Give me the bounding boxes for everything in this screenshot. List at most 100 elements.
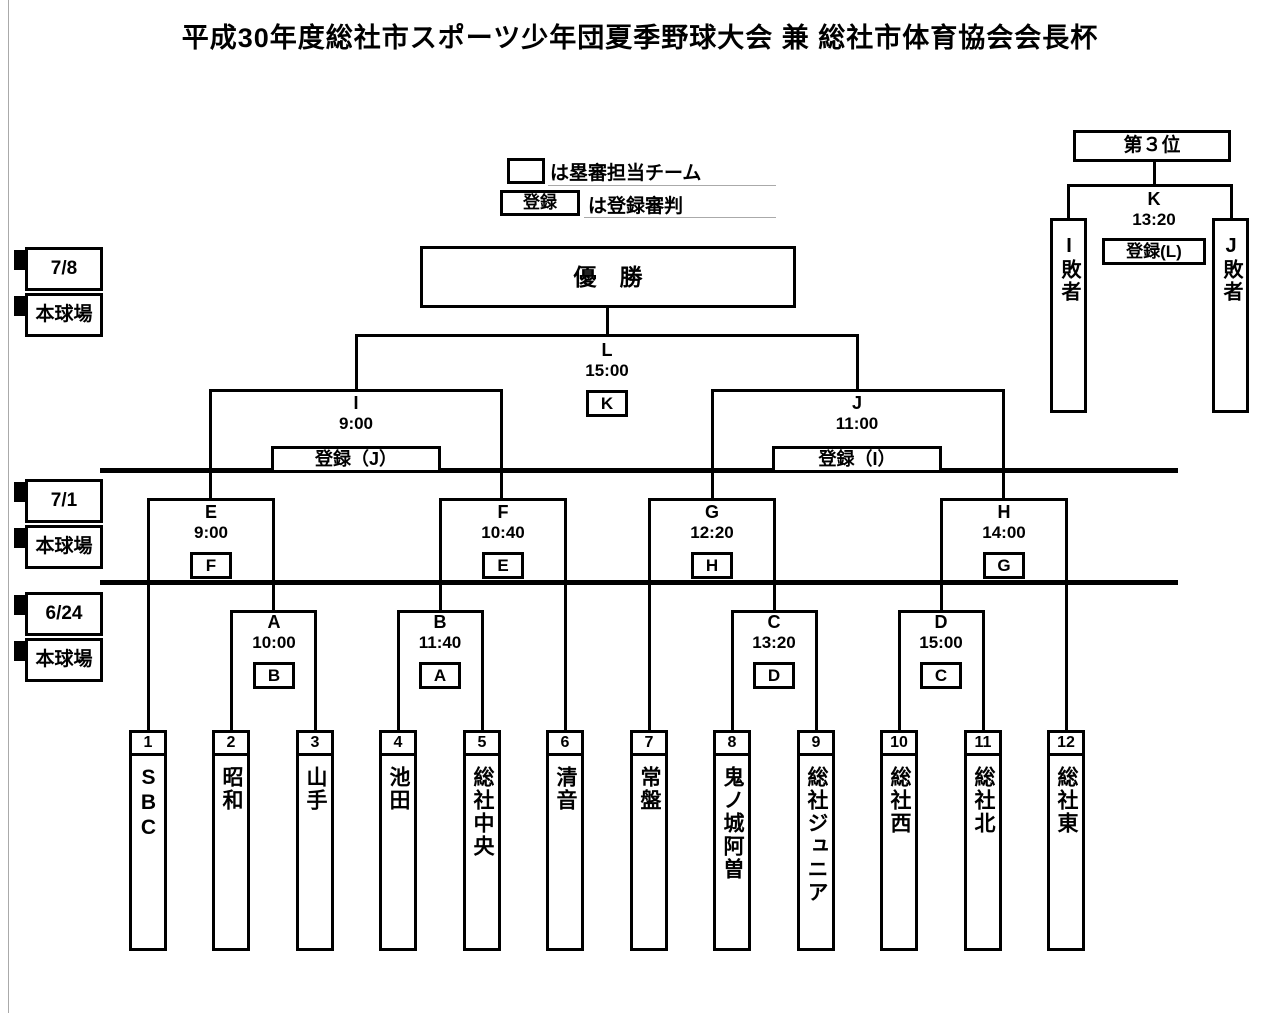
- team-column-3: 3 山手: [296, 730, 334, 951]
- bracket-line: [982, 610, 985, 733]
- match-b-umpire-box: A: [419, 662, 461, 689]
- bracket-line: [815, 610, 818, 733]
- team-3-name-box: 山手: [296, 753, 334, 951]
- team-11-name: 総社北: [972, 766, 995, 835]
- team-7-seed-box: 7: [630, 730, 668, 756]
- bracket-line: [711, 389, 1005, 392]
- bracket-line: [898, 610, 901, 733]
- team-8-name-box: 鬼ノ城阿曽: [713, 753, 751, 951]
- bracket-line: [1067, 184, 1233, 187]
- team-8-name: 鬼ノ城阿曽: [721, 766, 744, 881]
- row-tick: [14, 528, 25, 548]
- match-e-label: E: [204, 502, 217, 522]
- match-c-umpire-box: D: [753, 662, 795, 689]
- third-place-match-time: 13:20: [1132, 210, 1176, 229]
- team-column-10: 10 総社西: [880, 730, 918, 951]
- bracket-line: [940, 498, 943, 613]
- match-a-label: A: [267, 612, 281, 632]
- bracket-line: [648, 498, 651, 733]
- bracket-line: [355, 334, 358, 392]
- match-f-time: 10:40: [481, 523, 525, 542]
- match-i-umpire-box: 登録（J）: [271, 446, 441, 473]
- team-6-name: 清音: [554, 766, 577, 812]
- team-2-name: 昭和: [220, 766, 243, 812]
- match-h-label: H: [997, 502, 1011, 522]
- third-place-match-label: K: [1147, 189, 1161, 209]
- bracket-line: [314, 610, 317, 733]
- match-b-label: B: [433, 612, 447, 632]
- team-9-name: 総社ジュニア: [805, 766, 828, 904]
- bracket-line: [898, 610, 985, 613]
- match-g-umpire-box: H: [691, 552, 733, 579]
- team-12-name-box: 総社東: [1047, 753, 1085, 951]
- team-9-name-box: 総社ジュニア: [797, 753, 835, 951]
- row-tick: [14, 641, 25, 661]
- venue-box-jul8: 本球場: [25, 293, 103, 337]
- match-e-umpire-box: F: [190, 552, 232, 579]
- bracket-line: [439, 498, 567, 501]
- bracket-line: [731, 610, 734, 733]
- bracket-line: [230, 610, 317, 613]
- bracket-line: [481, 610, 484, 733]
- match-a-time: 10:00: [252, 633, 296, 652]
- team-column-7: 7 常盤: [630, 730, 668, 951]
- legend-underline: [548, 185, 776, 186]
- match-l-time: 15:00: [585, 361, 629, 380]
- match-h-time: 14:00: [982, 523, 1026, 542]
- match-d-umpire-box: C: [920, 662, 962, 689]
- legend-base-umpire-note: は塁審担当チーム: [550, 163, 702, 184]
- bracket-line: [209, 389, 212, 501]
- bracket-line: [1230, 184, 1233, 220]
- team-4-seed-box: 4: [379, 730, 417, 756]
- team-10-name: 総社西: [888, 766, 911, 835]
- date-box-jul8: 7/8: [25, 247, 103, 291]
- team-1-name-box: SBC: [129, 753, 167, 951]
- bracket-line: [209, 389, 503, 392]
- team-11-name-box: 総社北: [964, 753, 1002, 951]
- legend-underline: [584, 217, 776, 218]
- team-column-1: 1 SBC: [129, 730, 167, 951]
- match-f-label: F: [497, 502, 509, 522]
- bracket-line: [940, 498, 1068, 501]
- match-f-umpire-box: E: [482, 552, 524, 579]
- bracket-line: [606, 306, 609, 336]
- match-l-label: L: [601, 340, 613, 360]
- team-1-seed-box: 1: [129, 730, 167, 756]
- team-2-name-box: 昭和: [212, 753, 250, 951]
- team-10-name-box: 総社西: [880, 753, 918, 951]
- match-j-label: J: [851, 393, 862, 413]
- bracket-line: [397, 610, 400, 733]
- legend-registered-note: は登録審判: [588, 196, 684, 217]
- third-place-left-team-box: I敗者: [1050, 218, 1087, 413]
- team-6-name-box: 清音: [546, 753, 584, 951]
- team-4-name-box: 池田: [379, 753, 417, 951]
- bracket-line: [355, 334, 859, 337]
- team-column-4: 4 池田: [379, 730, 417, 951]
- match-f: F 10:40 E: [461, 502, 545, 579]
- match-l-umpire-box: K: [586, 390, 628, 417]
- third-place-right-team-box: J敗者: [1212, 218, 1249, 413]
- bracket-line: [1153, 160, 1156, 186]
- team-3-name: 山手: [304, 766, 327, 812]
- match-l: L 15:00 K: [565, 340, 649, 417]
- row-tick: [14, 482, 25, 502]
- match-i-label: I: [353, 393, 359, 413]
- team-column-8: 8 鬼ノ城阿曽: [713, 730, 751, 951]
- bracket-line: [272, 498, 275, 613]
- bracket-line: [856, 334, 859, 392]
- team-7-name-box: 常盤: [630, 753, 668, 951]
- match-j-time: 11:00: [835, 414, 879, 433]
- page-edge-line: [8, 0, 9, 1013]
- tournament-title: 平成30年度総社市スポーツ少年団夏季野球大会 兼 総社市体育協会会長杯: [181, 23, 1099, 53]
- legend-registered-box: 登録: [500, 190, 580, 216]
- team-12-name: 総社東: [1055, 766, 1078, 835]
- section-divider-line: [100, 468, 1178, 473]
- third-place-match: K 13:20: [1112, 189, 1196, 230]
- date-box-jun24: 6/24: [25, 592, 103, 636]
- row-tick: [14, 250, 25, 270]
- venue-box-jul1: 本球場: [25, 525, 103, 569]
- match-d-time: 15:00: [919, 633, 963, 652]
- row-tick: [14, 595, 25, 615]
- match-e-time: 9:00: [193, 523, 229, 542]
